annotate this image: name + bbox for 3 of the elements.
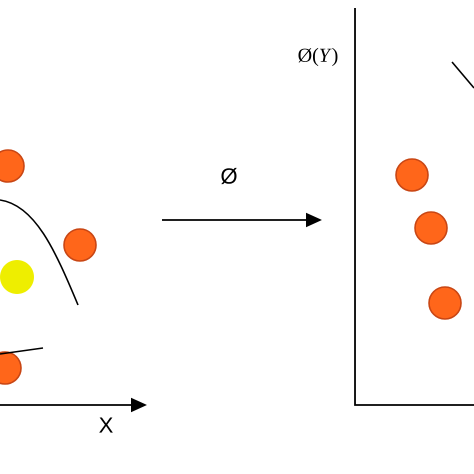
axis-label: X (99, 417, 113, 433)
axis-label: Ø (221, 168, 237, 184)
axis-label: Ø(Y) (298, 48, 338, 66)
